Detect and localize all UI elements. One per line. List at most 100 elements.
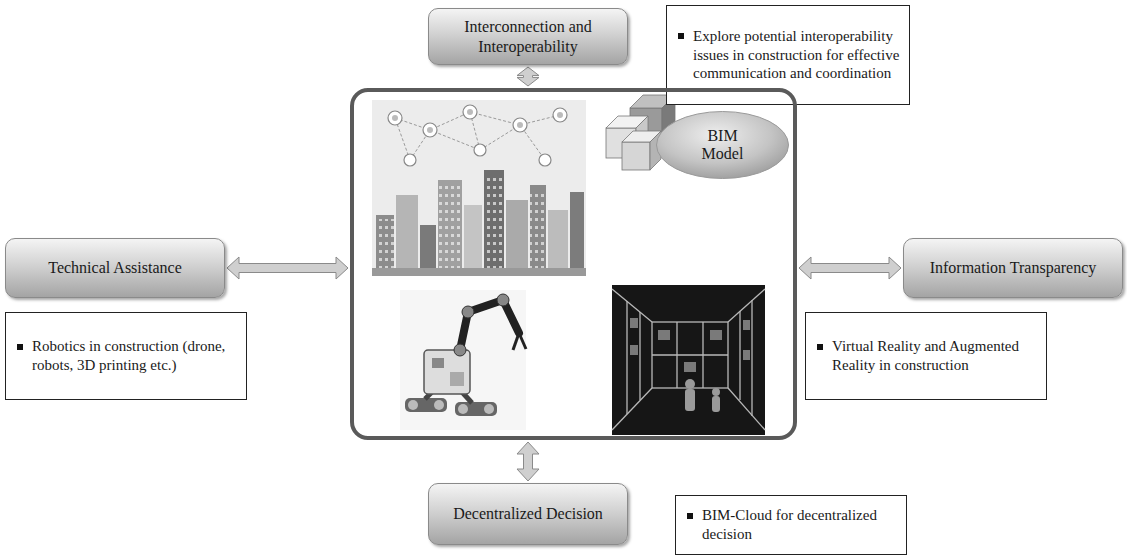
virtual-reality-photo-part-part bbox=[639, 312, 640, 400]
robot-illustration-part bbox=[497, 294, 509, 306]
central-frame: BIM Model bbox=[350, 88, 797, 440]
smart-city-illustration-part-part bbox=[553, 108, 567, 122]
smart-city-illustration-part bbox=[438, 180, 462, 275]
virtual-reality-photo-part-part bbox=[612, 388, 652, 430]
virtual-reality-photo-part-part bbox=[739, 311, 740, 400]
virtual-reality-photo-part-part bbox=[630, 345, 638, 355]
virtual-reality-photo-part-part bbox=[728, 388, 765, 430]
smart-city-illustration-part bbox=[484, 174, 504, 268]
smart-city-illustration-part bbox=[392, 109, 563, 133]
smart-city-illustration-part bbox=[396, 195, 418, 275]
bim-cubes-illustration-part bbox=[622, 142, 650, 170]
robot-illustration-part bbox=[450, 372, 464, 386]
virtual-reality-photo-part-part bbox=[712, 396, 720, 412]
virtual-reality-photo-part-part bbox=[712, 388, 720, 396]
smart-city-illustration-part-part bbox=[513, 118, 527, 132]
double-block-arrow bbox=[517, 442, 539, 481]
smart-city-illustration bbox=[372, 100, 586, 276]
category-box: Interconnection and Interoperability bbox=[428, 8, 628, 65]
robot-illustration-part bbox=[400, 290, 526, 430]
smart-city-illustration-part bbox=[506, 200, 528, 275]
box-label: Technical Assistance bbox=[48, 258, 182, 277]
robot-illustration-part bbox=[460, 300, 519, 350]
note-box: Robotics in construction (drone, robots,… bbox=[5, 312, 247, 400]
smart-city-illustration-part bbox=[530, 185, 546, 275]
smart-city-illustration-part bbox=[548, 210, 568, 275]
virtual-reality-photo-part-part bbox=[652, 322, 728, 388]
robot-illustration-part bbox=[405, 398, 447, 412]
virtual-reality-photo-part-part bbox=[685, 379, 695, 389]
smart-city-illustration-part bbox=[376, 215, 394, 275]
smart-city-illustration-part-part bbox=[404, 154, 416, 166]
double-block-arrow bbox=[227, 257, 348, 279]
bullet-note-text: Virtual Reality and Augmented Reality in… bbox=[832, 337, 1038, 375]
virtual-reality-photo-part-part bbox=[684, 362, 696, 372]
robot-illustration-part bbox=[455, 402, 497, 416]
virtual-reality-photo-part-part bbox=[751, 300, 752, 416]
virtual-reality-photo-part-part bbox=[710, 330, 722, 340]
robot-illustration bbox=[400, 290, 526, 430]
category-box: Information Transparency bbox=[903, 238, 1123, 298]
smart-city-illustration-part bbox=[438, 184, 462, 268]
ellipse-shape bbox=[657, 112, 789, 179]
smart-city-illustration-part bbox=[484, 170, 504, 275]
virtual-reality-photo-part-part bbox=[743, 350, 750, 360]
robot-illustration-part bbox=[519, 333, 526, 349]
box-label: Information Transparency bbox=[930, 258, 1097, 277]
robot-illustration-part bbox=[424, 350, 470, 394]
smart-city-illustration-part bbox=[388, 105, 567, 166]
virtual-reality-photo-part bbox=[612, 285, 765, 435]
smart-city-illustration-part-part bbox=[395, 112, 560, 130]
bullet-note-text: Robotics in construction (drone, robots,… bbox=[32, 337, 238, 375]
robot-illustration-part bbox=[454, 344, 466, 356]
category-box: Technical Assistance bbox=[5, 238, 225, 298]
bullet-note-text: Explore potential interoperability issue… bbox=[693, 27, 901, 83]
robot-illustration-part bbox=[408, 400, 418, 410]
double-block-arrow bbox=[799, 257, 901, 279]
virtual-reality-photo-part-part bbox=[728, 289, 765, 322]
smart-city-illustration-part-part bbox=[539, 154, 551, 166]
smart-city-illustration-part-part bbox=[463, 105, 477, 119]
smart-city-illustration-part-part bbox=[467, 109, 473, 115]
virtual-reality-photo-part-part bbox=[658, 330, 670, 340]
model-ellipse: BIM Model bbox=[655, 110, 790, 180]
note-box: BIM-Cloud for decentralized decision bbox=[675, 495, 907, 555]
virtual-reality-photo-part-part bbox=[630, 318, 638, 328]
smart-city-illustration-part-part bbox=[388, 111, 402, 125]
virtual-reality-photo-part bbox=[685, 379, 720, 412]
robot-illustration-part bbox=[458, 404, 468, 414]
robot-illustration-part bbox=[434, 400, 444, 410]
smart-city-illustration-part bbox=[376, 219, 394, 268]
robot-illustration-part bbox=[484, 404, 494, 414]
robot-illustration-part bbox=[513, 333, 519, 350]
virtual-reality-photo-part bbox=[630, 318, 750, 372]
note-box: Virtual Reality and Augmented Reality in… bbox=[805, 312, 1047, 400]
smart-city-illustration-part bbox=[372, 100, 586, 276]
smart-city-illustration-part-part bbox=[474, 144, 486, 156]
virtual-reality-photo-part-part bbox=[685, 389, 695, 411]
virtual-reality-photo-part-part bbox=[612, 289, 652, 322]
smart-city-illustration-part-part bbox=[427, 127, 433, 133]
virtual-reality-photo-part-part bbox=[652, 354, 728, 355]
smart-city-illustration-part-part bbox=[517, 122, 523, 128]
smart-city-illustration-part-part bbox=[557, 112, 563, 118]
virtual-reality-photo bbox=[612, 285, 765, 435]
smart-city-illustration-part bbox=[395, 112, 560, 160]
virtual-reality-photo-part-part bbox=[626, 301, 627, 414]
smart-city-illustration-part bbox=[420, 225, 436, 275]
box-label: Decentralized Decision bbox=[453, 504, 603, 523]
smart-city-illustration-part bbox=[372, 268, 586, 276]
bullet-note-text: BIM-Cloud for decentralized decision bbox=[702, 506, 898, 544]
smart-city-illustration-part-part bbox=[423, 123, 437, 137]
smart-city-illustration-part-part bbox=[392, 115, 398, 121]
category-box: Decentralized Decision bbox=[428, 483, 628, 545]
box-label: BIM Model bbox=[693, 127, 753, 164]
double-block-arrow bbox=[517, 67, 539, 86]
robot-illustration-part bbox=[432, 358, 444, 368]
smart-city-illustration-part bbox=[464, 205, 482, 275]
smart-city-illustration-part bbox=[570, 192, 584, 275]
smart-city-illustration-part bbox=[530, 189, 546, 268]
virtual-reality-photo-part-part bbox=[743, 320, 750, 330]
